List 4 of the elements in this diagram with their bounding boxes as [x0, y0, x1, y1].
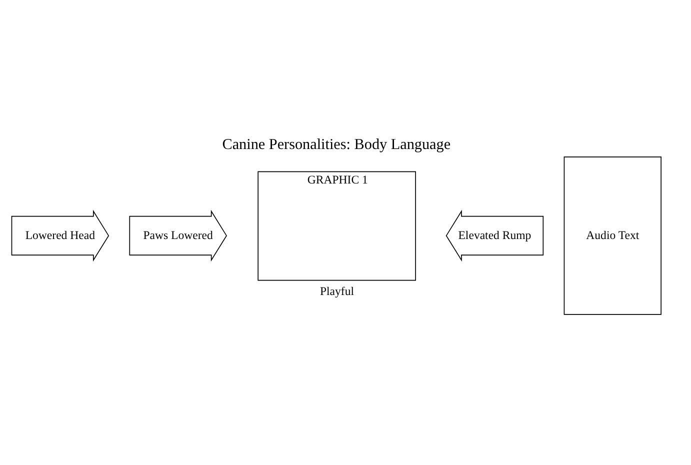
node-box: GRAPHIC 1	[258, 170, 416, 280]
node-label: Playful	[320, 283, 354, 298]
node-box: Audio Text	[564, 156, 662, 314]
diagram-title: Canine Personalities: Body Language	[222, 135, 451, 152]
